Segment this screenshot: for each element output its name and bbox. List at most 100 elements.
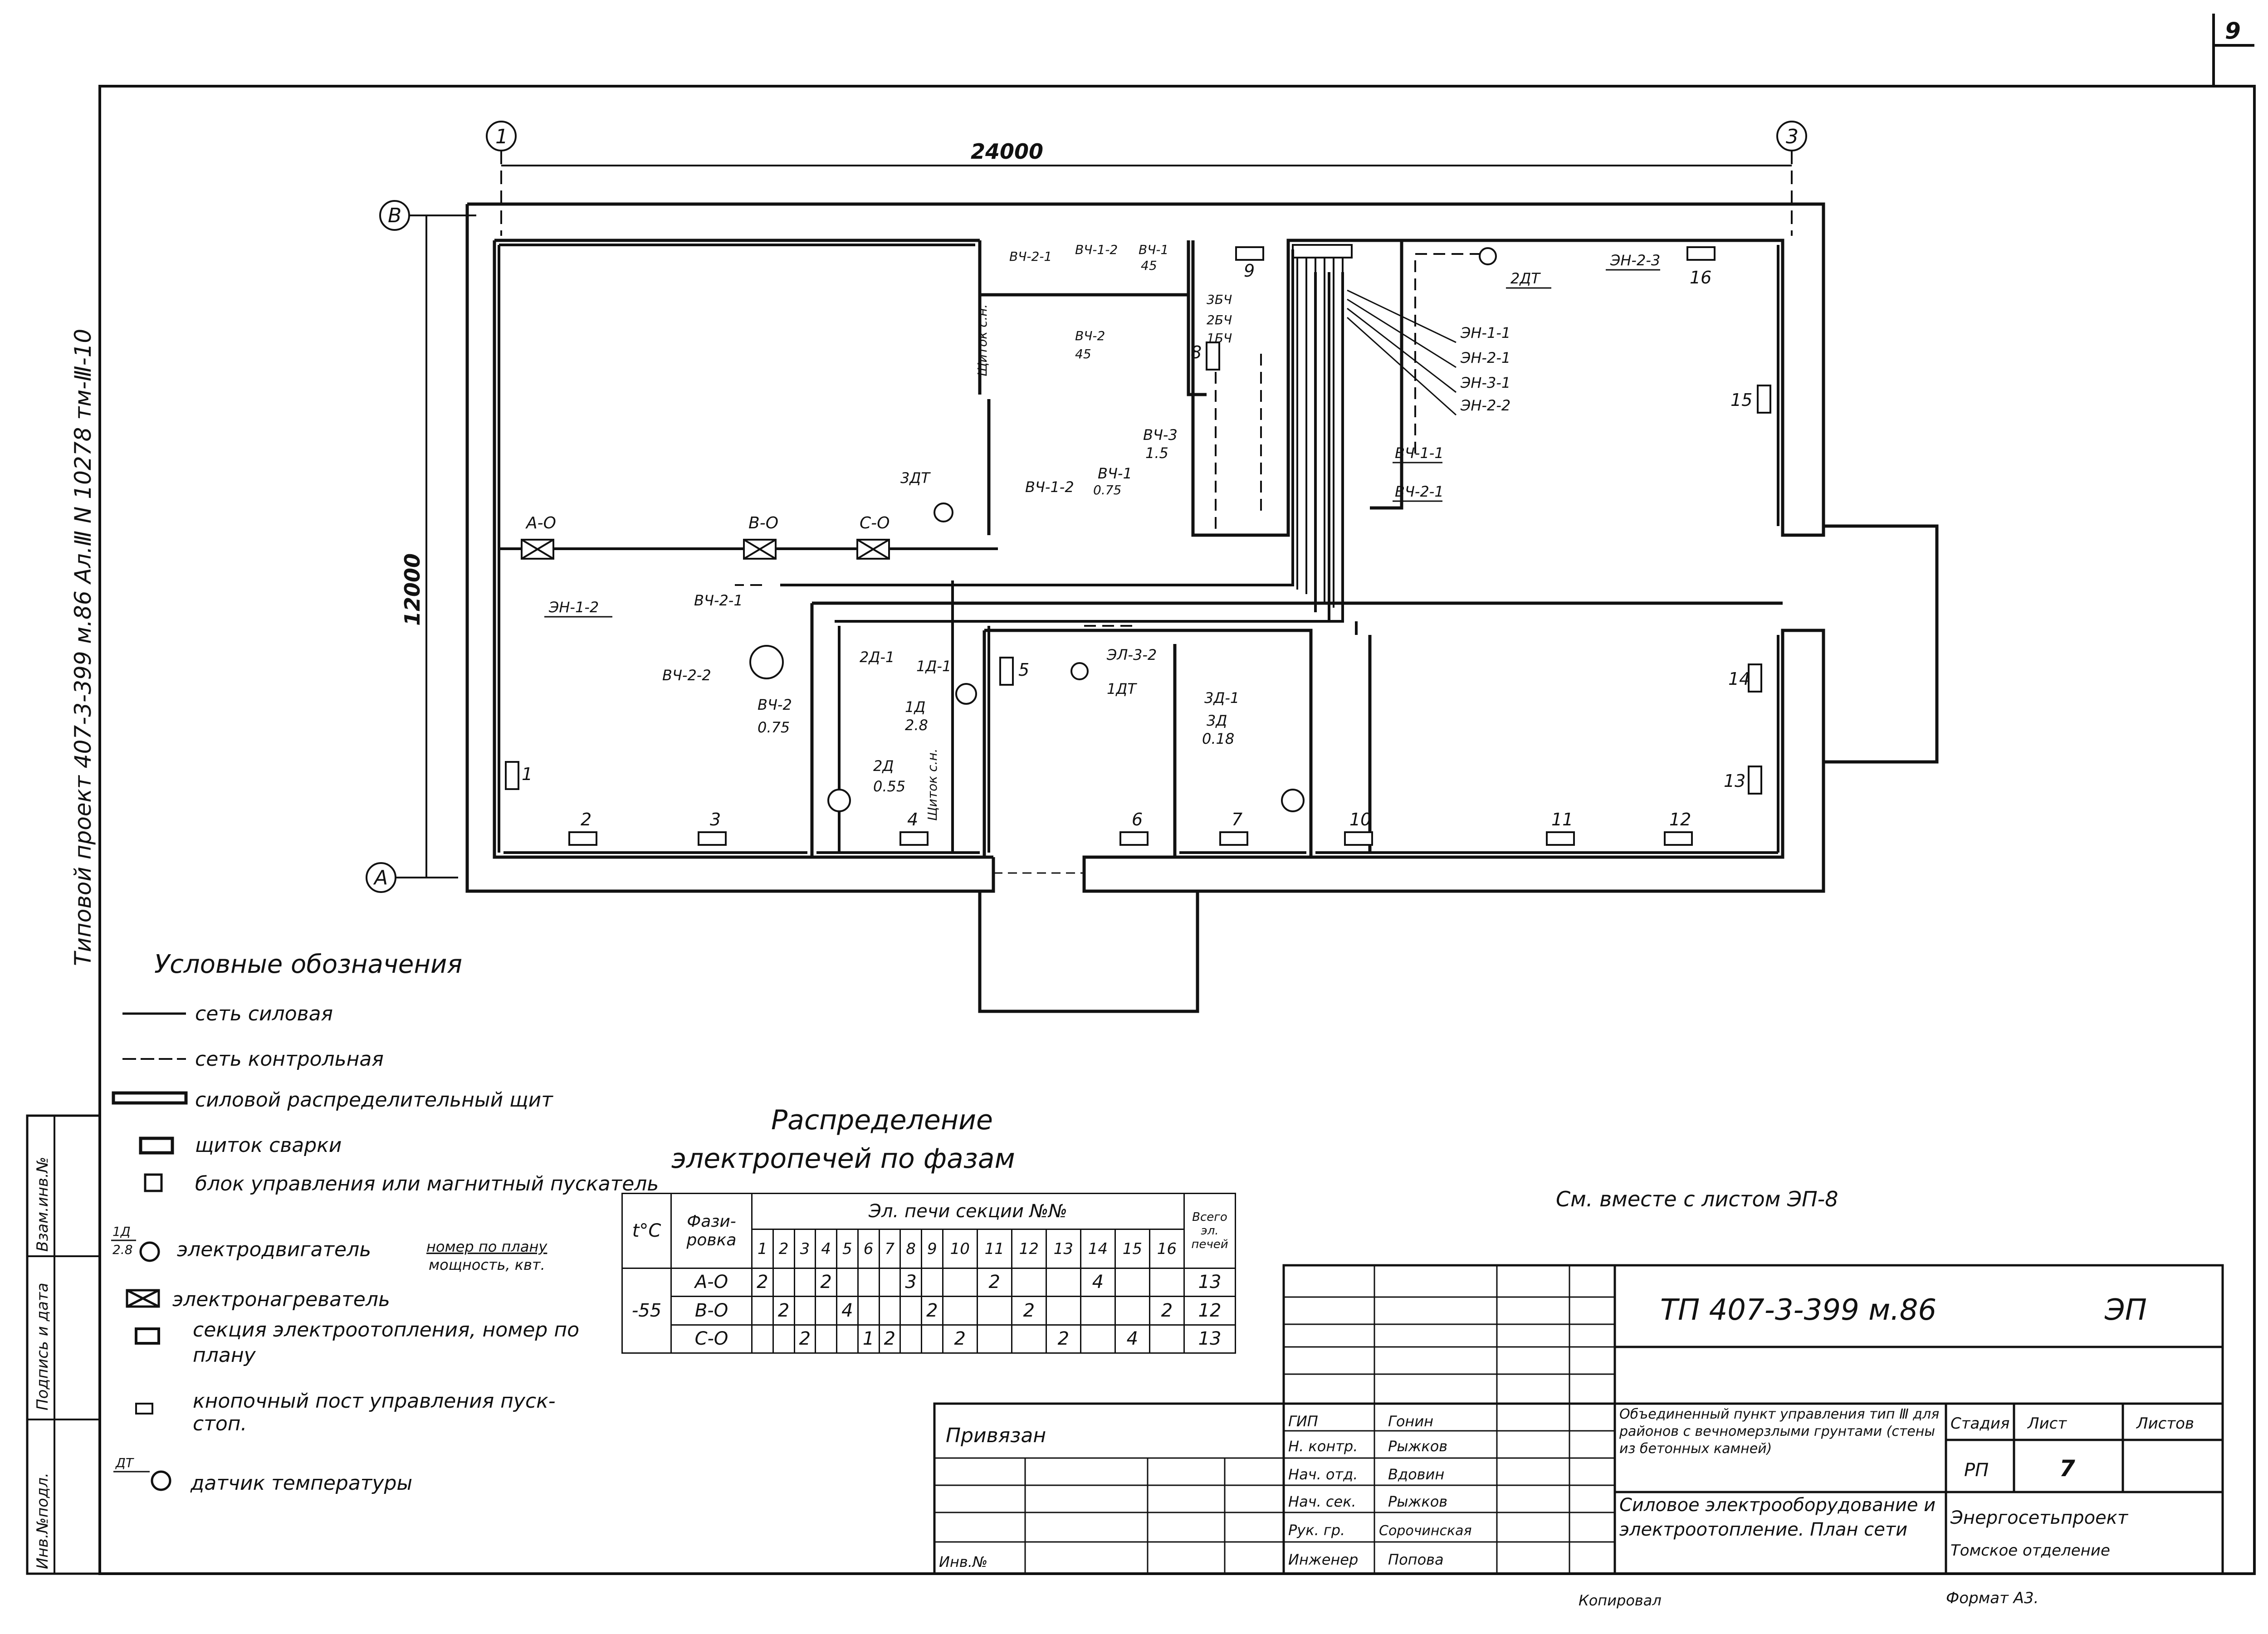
name-4: Сорочинская: [1379, 1523, 1472, 1539]
phase-total: 13: [1183, 1324, 1236, 1354]
label-vch-1-2: ВЧ-1-2: [1025, 478, 1074, 496]
left-strip-title: Типовой проект 407-3-399 м.86 Ал.Ⅲ N 102…: [70, 329, 96, 966]
section-number: 13: [1724, 771, 1745, 791]
section-heaters: [505, 246, 1771, 846]
phase-name: С-О: [670, 1324, 753, 1354]
legend-item-label: электродвигатель: [177, 1238, 371, 1261]
phase-cell: [899, 1324, 922, 1354]
sheet-value: 7: [2059, 1455, 2075, 1482]
dimension-width: 24000: [971, 139, 1043, 164]
legend-item-label: секция электроотопления, номер по плану: [193, 1318, 580, 1367]
phase-cell: [942, 1296, 978, 1326]
label-vch-2: ВЧ-2: [758, 696, 792, 713]
label-en-3-1: ЭН-3-1: [1460, 374, 1510, 391]
label-1d: 1Д: [905, 698, 925, 716]
legend-motor-note-top: номер по плану: [426, 1238, 547, 1255]
label-2d: 2Д: [873, 757, 894, 775]
phase-cell: [772, 1324, 795, 1354]
section-number: 1: [522, 764, 533, 784]
phase-cell: [878, 1296, 901, 1326]
phase-cell: 2: [1011, 1296, 1047, 1326]
dimension-height: 12000: [400, 553, 425, 626]
phase-cell: [815, 1296, 837, 1326]
col-sections-header: Эл. печи секции №№: [751, 1192, 1185, 1230]
phase-cell: [772, 1267, 795, 1297]
phase-cell: [1011, 1267, 1047, 1297]
section-number: 7: [1232, 810, 1242, 829]
phase-cell: 2: [815, 1267, 837, 1297]
phase-cell: 2: [976, 1267, 1012, 1297]
label-en-2-3: ЭН-2-3: [1610, 252, 1660, 269]
temperature-value: -55: [621, 1267, 672, 1354]
section-number: 6: [1132, 810, 1143, 829]
role-4: Рук. гр.: [1288, 1522, 1345, 1539]
phase-cell: [836, 1324, 859, 1354]
label-2d-power: 0.55: [873, 778, 905, 795]
section-number-header: 8: [899, 1229, 922, 1269]
label-vch-3-power: 1.5: [1145, 444, 1168, 462]
label-vch-2-1-right: ВЧ-2-1: [1395, 483, 1444, 500]
role-1: Н. контр.: [1288, 1438, 1358, 1455]
legend-item-label: блок управления или магнитный пускатель: [195, 1172, 659, 1195]
doc-mark: ЭП: [2104, 1293, 2147, 1327]
label-3bch: 3БЧ: [1207, 292, 1232, 307]
section-number: 3: [710, 810, 721, 829]
phase-cell: [793, 1267, 816, 1297]
inv-no-label: Инв.№: [939, 1553, 987, 1571]
leader-lines: [544, 269, 1660, 618]
legend-motor-symbol-top: 1Д: [112, 1224, 131, 1239]
see-also-note: См. вместе с листом ЭП-8: [1556, 1187, 1838, 1211]
legend-item-label: сеть силовая: [195, 1002, 333, 1025]
name-5: Попова: [1388, 1551, 1444, 1568]
phase-cell: [857, 1267, 880, 1297]
axis-a-label: А: [373, 866, 388, 889]
label-vch-1: ВЧ-1: [1098, 465, 1132, 482]
label-aux-panel-1: Щиток с.н.: [975, 304, 990, 376]
section-numbers: 1 2 3 4 5 6 7 8 9 10 11 12 13 14 15 16: [522, 261, 1752, 829]
section-number: 9: [1244, 261, 1255, 281]
doc-code: ТП 407-3-399 м.86: [1660, 1293, 1936, 1327]
section-number-header: 5: [836, 1229, 859, 1269]
label-vch-2-mid-power: 45: [1075, 346, 1091, 361]
label-vch-1-2-top: ВЧ-1-2: [1075, 242, 1118, 257]
legend-item-label: датчик температуры: [190, 1472, 412, 1495]
phase-cell: 2: [751, 1267, 774, 1297]
label-vch-2-1: ВЧ-2-1: [694, 592, 743, 609]
project-title: Объединенный пункт управления тип Ⅲ для …: [1619, 1406, 1940, 1457]
phase-table-title-2: электропечей по фазам: [671, 1143, 1015, 1175]
section-number-header: 1: [751, 1229, 774, 1269]
label-vch-1-top-power: 45: [1141, 258, 1157, 273]
label-1dt: 1ДТ: [1107, 680, 1137, 697]
section-number-header: 7: [878, 1229, 901, 1269]
name-2: Вдовин: [1388, 1466, 1444, 1483]
phase-cell: [976, 1324, 1012, 1354]
phase-total: 13: [1183, 1267, 1236, 1297]
page-number: 9: [2225, 18, 2241, 44]
phase-cell: [1045, 1296, 1081, 1326]
label-3d-1: 3Д-1: [1204, 689, 1239, 707]
section-number-header: 4: [815, 1229, 837, 1269]
label-vch-2-power: 0.75: [758, 719, 790, 736]
section-number: 15: [1730, 390, 1752, 410]
section-number-header: 12: [1011, 1229, 1047, 1269]
name-1: Рыжков: [1388, 1438, 1447, 1455]
section-number: 8: [1191, 342, 1202, 362]
phase-cell: [1149, 1267, 1185, 1297]
sheets-label: Листов: [2136, 1415, 2194, 1433]
role-0: ГИП: [1288, 1413, 1318, 1430]
power-cables: [498, 244, 1779, 854]
phase-cell: [1011, 1324, 1047, 1354]
phase-cell: 2: [1149, 1296, 1185, 1326]
label-2dt: 2ДТ: [1510, 270, 1541, 287]
phase-cell: [942, 1267, 978, 1297]
section-number-header: 15: [1114, 1229, 1150, 1269]
phase-cell: [1080, 1296, 1116, 1326]
phase-cell: [976, 1296, 1012, 1326]
phase-cell: 2: [1045, 1324, 1081, 1354]
label-en-2-1: ЭН-2-1: [1460, 349, 1510, 366]
col-temperature-header: t°C: [621, 1193, 672, 1269]
section-number: 4: [907, 810, 918, 829]
axis-markers: [366, 121, 1807, 893]
phase-cell: 4: [1114, 1324, 1150, 1354]
